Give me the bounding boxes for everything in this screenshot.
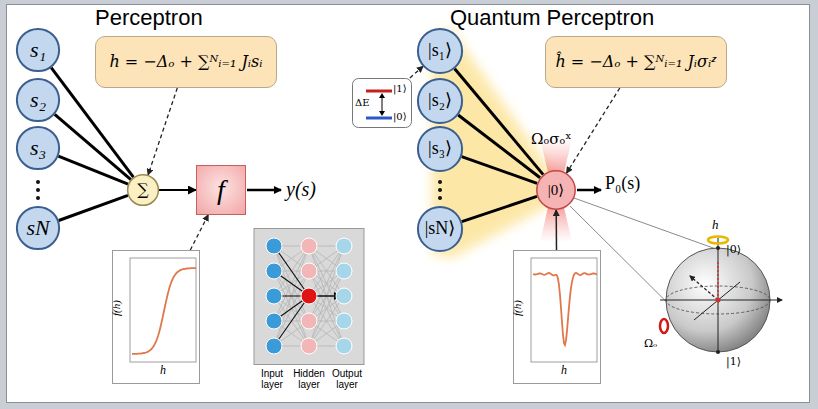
input-qubit: |s₃⟩	[417, 126, 463, 172]
node-text: |sN⟩	[425, 219, 456, 239]
dashed-arrow	[190, 215, 208, 250]
activation-plot: f(h) h	[112, 250, 200, 384]
panel-title: Perceptron	[95, 6, 203, 30]
output-arrow	[247, 189, 281, 192]
formula-box: h = −Δₒ + ∑ᴺᵢ₌₁ Jᵢsᵢ	[95, 36, 277, 88]
plot-inset	[513, 250, 601, 384]
node-text: ∑	[137, 181, 148, 199]
network-inset: Input layerHidden layerOutput layer	[250, 228, 368, 398]
node-text: |0⟩	[393, 111, 407, 122]
axis-label: h	[712, 218, 719, 232]
connector	[555, 210, 557, 250]
node-text: Input layer	[252, 368, 292, 390]
output-arrow	[577, 189, 601, 192]
node-text: Hidden layer	[289, 368, 329, 390]
node-text: h	[561, 364, 567, 377]
node-text: s₃	[30, 136, 46, 160]
node-text: Output layer	[327, 368, 367, 390]
node-text: ĥ = −Δₒ + ∑ᴺᵢ₌₁ Jᵢσᵢᶻ	[555, 53, 716, 71]
node-text: |s₂⟩	[428, 91, 452, 111]
state-label: |0⟩	[726, 244, 741, 256]
sum-node: ∑	[127, 174, 159, 206]
node-text: sN	[26, 216, 49, 240]
connector	[462, 157, 537, 184]
node-text: ΔE	[355, 97, 370, 108]
dashed-arrow	[567, 88, 620, 173]
node-text: h = −Δₒ + ∑ᴺᵢ₌₁ Jᵢsᵢ	[109, 53, 262, 71]
state-label: |1⟩	[726, 356, 741, 368]
response-plot: f(h) h	[513, 250, 601, 384]
input-neuron: s₃	[16, 126, 60, 170]
energy-level-box: |1⟩ ΔE |0⟩	[352, 78, 412, 128]
node-text: |0⟩	[548, 182, 564, 199]
plot-inset	[112, 250, 200, 384]
node-text: f(h)	[511, 300, 523, 316]
input-neuron: s₂	[16, 78, 60, 122]
output-qubit: |0⟩	[536, 170, 576, 210]
node-text: |s₁⟩	[428, 41, 452, 61]
input-neuron: sN	[16, 206, 60, 250]
node-text: s₁	[30, 38, 46, 62]
bloch-sphere	[660, 237, 782, 355]
node-text: |1⟩	[393, 83, 407, 94]
node-text: s₂	[30, 88, 46, 112]
dashed-arrow	[410, 66, 423, 78]
formula-box: ĥ = −Δₒ + ∑ᴺᵢ₌₁ Jᵢσᵢᶻ	[545, 36, 727, 88]
dashed-arrow	[148, 88, 177, 175]
input-qubit: |s₁⟩	[417, 28, 463, 74]
panel-title: Quantum Perceptron	[450, 6, 654, 30]
node-text: h	[160, 364, 166, 377]
node-text: f	[217, 175, 225, 206]
connector	[58, 156, 128, 184]
drive-label: Ωₒ	[644, 338, 657, 350]
output-label: P₀(s)	[605, 174, 640, 194]
output-label: y(s)	[286, 178, 316, 200]
connector	[159, 189, 196, 191]
node-text: |s₃⟩	[428, 139, 452, 159]
input-neuron: s₁	[16, 28, 60, 72]
drive-label: Ωₒσₒˣ	[531, 131, 572, 148]
input-qubit: |s₂⟩	[417, 78, 463, 124]
node-text: f(h)	[110, 300, 122, 316]
connector	[59, 195, 128, 220]
connector	[462, 196, 537, 221]
activation-box: f	[196, 165, 246, 215]
input-qubit: |sN⟩	[417, 206, 463, 252]
